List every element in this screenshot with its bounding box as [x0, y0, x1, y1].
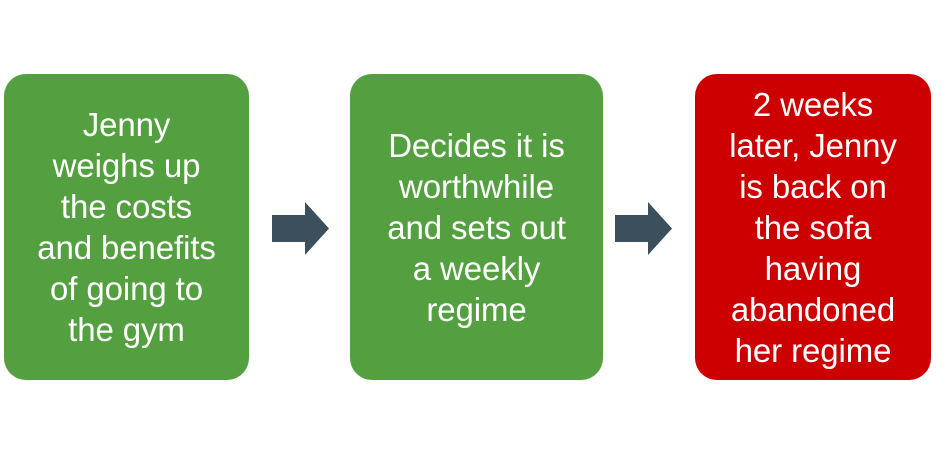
arrow-right-icon — [615, 202, 672, 255]
arrow-right-polygon — [272, 202, 329, 255]
arrow-right-icon — [272, 202, 329, 255]
arrow-right-shape — [272, 202, 329, 255]
process-step-2: Decides it is worthwhile and sets out a … — [350, 74, 603, 380]
process-step-1: Jenny weighs up the costs and benefits o… — [4, 74, 249, 380]
arrow-right-polygon — [615, 202, 672, 255]
arrow-right-shape — [615, 202, 672, 255]
process-step-3: 2 weeks later, Jenny is back on the sofa… — [695, 74, 931, 380]
